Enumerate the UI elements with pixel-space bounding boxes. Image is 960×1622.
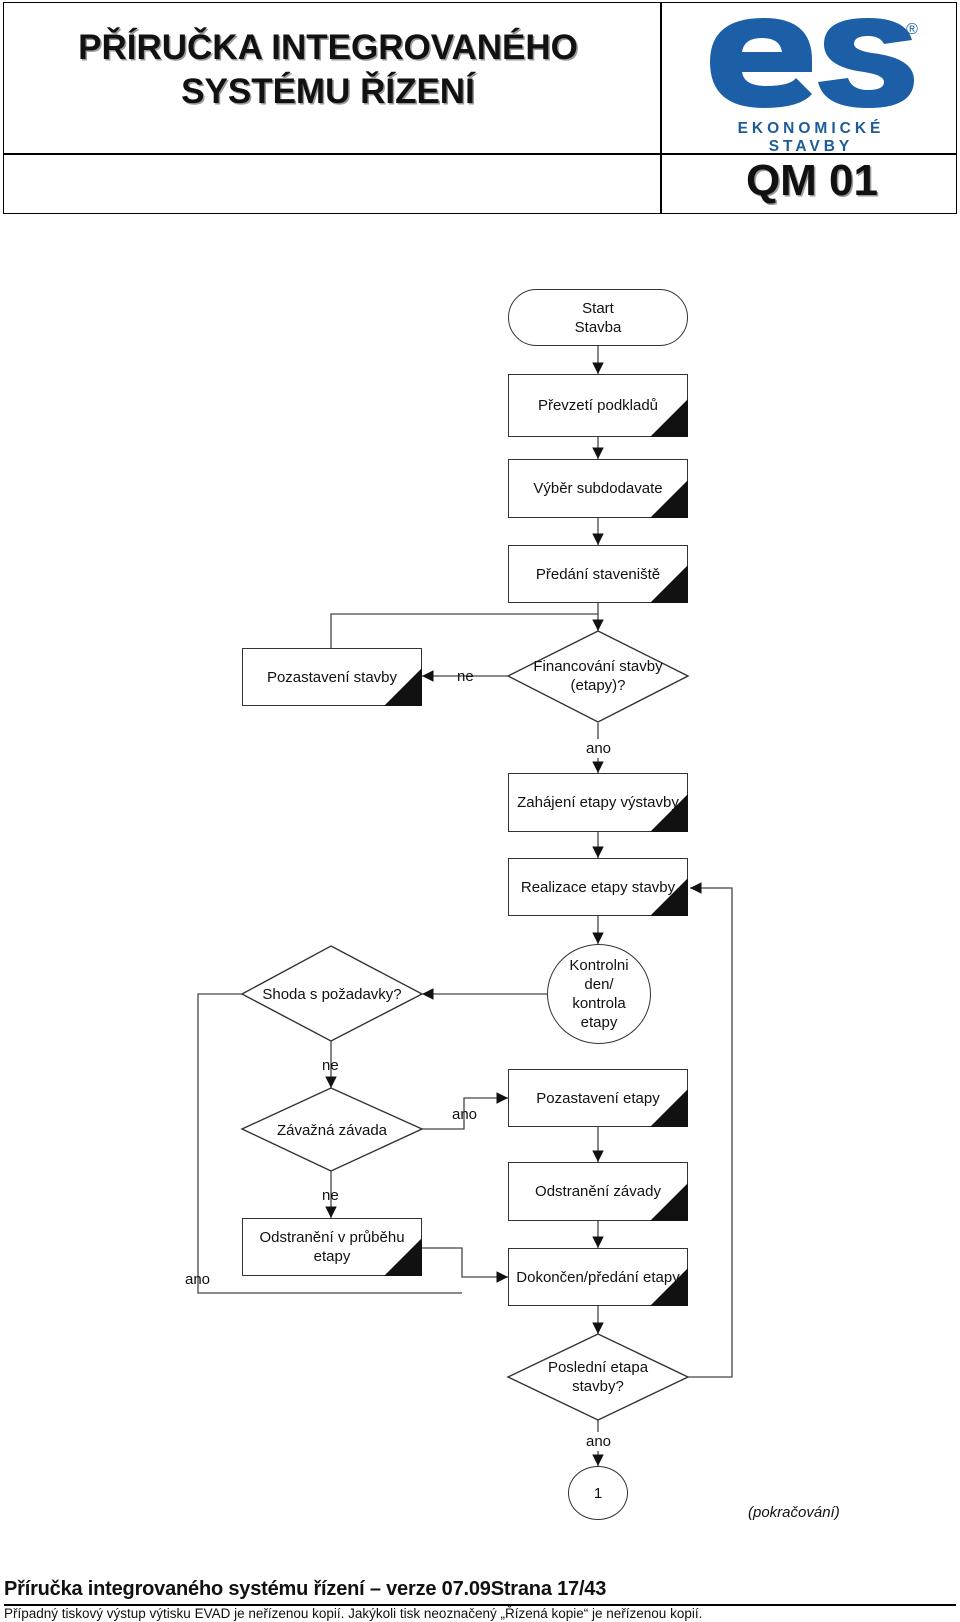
header-divider-vertical bbox=[660, 3, 662, 213]
decision-shoda-shape bbox=[240, 945, 424, 1042]
process-corner-mark bbox=[650, 1183, 688, 1221]
footer-main: Příručka integrovaného systému řízení – … bbox=[4, 1578, 607, 1600]
process-corner-mark bbox=[650, 1268, 688, 1306]
process-pozastaveni-stavby: Pozastavení stavby bbox=[242, 648, 422, 706]
event-line-3: kontrola bbox=[572, 995, 626, 1012]
process-corner-mark bbox=[650, 480, 688, 518]
decision-financovani-shape bbox=[506, 630, 690, 723]
title-line-2: SYSTÉMU ŘÍZENÍ bbox=[181, 72, 475, 111]
arrow-pozastaveni-stavby-loop bbox=[330, 613, 598, 648]
process-odstraneni-v-prubehu: Odstranění v průběhu etapy bbox=[242, 1218, 422, 1276]
logo-caption: EKONOMICKÉ STAVBY bbox=[737, 120, 885, 155]
document-title: PŘÍRUČKA INTEGROVANÉHO SYSTÉMU ŘÍZENÍ bbox=[0, 26, 656, 114]
process-line-2: etapy bbox=[313, 1248, 351, 1265]
process-label: Realizace etapy stavby bbox=[520, 878, 676, 896]
process-corner-mark bbox=[650, 1089, 688, 1127]
process-line-1: Odstranění v průběhu bbox=[259, 1229, 405, 1246]
event-line-1: Kontrolni bbox=[569, 957, 629, 974]
document-header bbox=[3, 2, 957, 214]
document-code: QM 01 bbox=[745, 156, 878, 205]
decision-line-1: Poslední etapa bbox=[547, 1359, 649, 1376]
process-label: Pozastavení etapy bbox=[536, 1089, 660, 1107]
process-corner-mark bbox=[384, 668, 422, 706]
event-kontrolni-den: Kontrolni den/ kontrola etapy bbox=[547, 944, 651, 1044]
process-corner-mark bbox=[650, 565, 688, 603]
start-line-2: Stavba bbox=[574, 318, 622, 336]
start-line-1: Start bbox=[582, 299, 614, 317]
process-pozastaveni-etapy: Pozastavení etapy bbox=[508, 1069, 688, 1127]
label-ano-financovani: ano bbox=[586, 739, 612, 758]
process-odstraneni-zavady: Odstranění závady bbox=[508, 1162, 688, 1221]
label-ne-shoda: ne bbox=[322, 1057, 339, 1074]
process-label: Pozastavení stavby bbox=[266, 668, 398, 686]
label-ne-zavazna: ne bbox=[322, 1187, 339, 1204]
decision-zavazna-text: Závažná závada bbox=[276, 1121, 388, 1139]
label-ano-posledni: ano bbox=[586, 1432, 612, 1451]
process-prevzeti-podkladu: Převzetí podkladů bbox=[508, 374, 688, 437]
header-divider-horizontal bbox=[4, 153, 956, 155]
company-logo: ® bbox=[710, 18, 918, 108]
footer-divider bbox=[4, 1604, 956, 1606]
event-line-2: den/ bbox=[584, 976, 614, 993]
label-ano-shoda: ano bbox=[185, 1271, 211, 1288]
process-dokonceni-predani: Dokončen/předání etapy bbox=[508, 1248, 688, 1306]
arrow-shoda-ano bbox=[197, 993, 462, 1294]
process-label: Výběr subdodavate bbox=[533, 480, 663, 497]
process-corner-mark bbox=[650, 794, 688, 832]
process-vyber-subdodavatele: Výběr subdodavate bbox=[508, 459, 688, 518]
start-terminal: Start Stavba bbox=[508, 289, 688, 346]
process-label: Dokončen/předání etapy bbox=[516, 1268, 680, 1286]
process-corner-mark bbox=[384, 1238, 422, 1276]
process-zahajeni-etapy: Zahájení etapy výstavby bbox=[508, 773, 688, 832]
process-corner-mark bbox=[650, 399, 688, 437]
arrow-prubeh-to-dokonceni bbox=[422, 1247, 508, 1283]
process-predani-staveniste: Předání staveniště bbox=[508, 545, 688, 603]
process-corner-mark bbox=[650, 878, 688, 916]
footer-note: Případný tiskový výstup výtisku EVAD je … bbox=[4, 1606, 703, 1621]
label-ne-financovani: ne bbox=[457, 668, 474, 685]
logo-es-mark bbox=[710, 18, 914, 108]
continuation-note: (pokračování) bbox=[748, 1504, 840, 1521]
decision-posledni-text: Poslední etapa stavby? bbox=[508, 1356, 688, 1398]
process-label: Zahájení etapy výstavby bbox=[517, 794, 679, 811]
event-line-4: etapy bbox=[580, 1014, 618, 1031]
title-line-1: PŘÍRUČKA INTEGROVANÉHO bbox=[78, 28, 578, 67]
process-realizace-etapy: Realizace etapy stavby bbox=[508, 858, 688, 916]
process-label: Předání staveniště bbox=[535, 565, 661, 583]
process-label: Odstranění závady bbox=[535, 1183, 661, 1200]
decision-zavazna-shape bbox=[240, 1087, 424, 1172]
label-ano-zavazna: ano bbox=[452, 1106, 478, 1123]
decision-line-2: stavby? bbox=[572, 1378, 624, 1395]
decision-financovani-text: Financování stavby (etapy)? bbox=[508, 646, 688, 706]
decision-shoda-text: Shoda s požadavky? bbox=[262, 985, 402, 1003]
arrow-posledni-loop bbox=[688, 882, 733, 1378]
arrow-zavazna-ano bbox=[422, 1092, 508, 1130]
decision-line-1: Financování stavby bbox=[533, 658, 663, 675]
decision-line-2: (etapy)? bbox=[570, 677, 626, 694]
decision-posledni-shape bbox=[506, 1333, 690, 1421]
process-label: Převzetí podkladů bbox=[537, 397, 659, 414]
registered-mark: ® bbox=[906, 21, 918, 38]
connector-1: 1 bbox=[568, 1466, 628, 1520]
